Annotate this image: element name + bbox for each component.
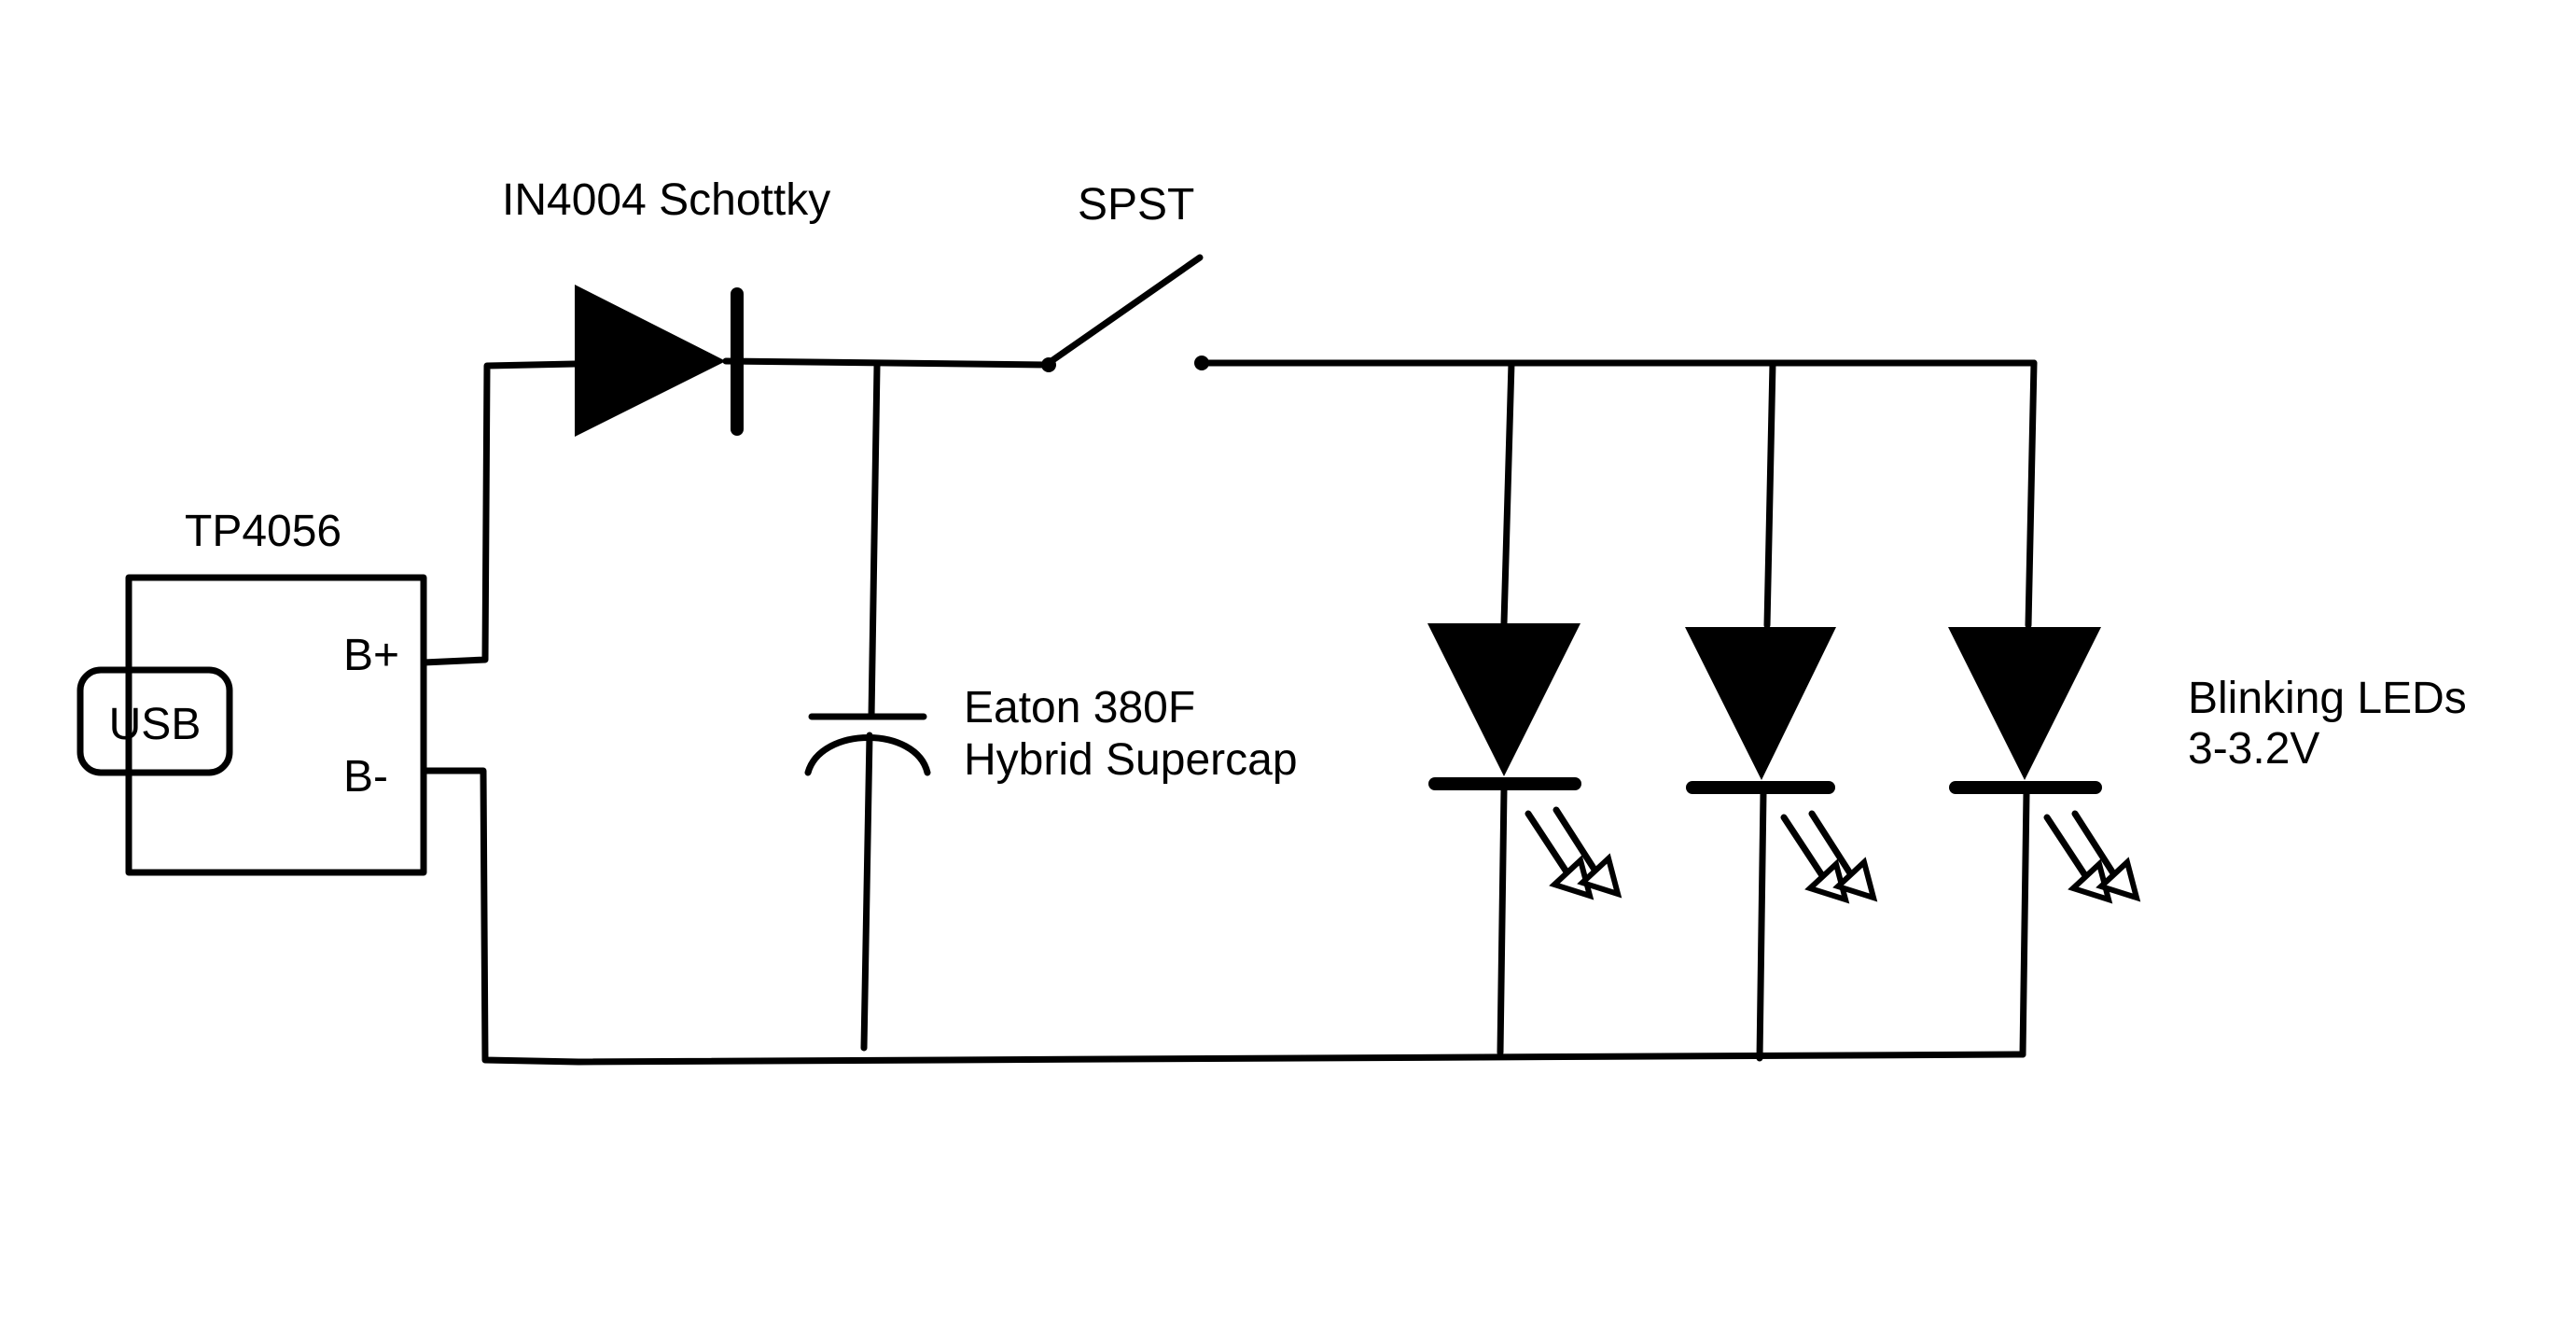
bplus-label: B+ bbox=[343, 631, 399, 680]
ground-return-wire bbox=[420, 767, 2026, 1066]
tp4056-module: TP4056 USB B+ B- bbox=[77, 507, 427, 876]
led-3-light-arrows bbox=[2043, 810, 2141, 904]
switch-label: SPST bbox=[1078, 180, 1194, 230]
usb-label: USB bbox=[109, 700, 202, 749]
led-2 bbox=[1685, 359, 1878, 1062]
leds-label-line1: Blinking LEDs bbox=[2188, 674, 2467, 723]
tp4056-label: TP4056 bbox=[185, 507, 341, 556]
leds-label-line2: 3-3.2V bbox=[2188, 724, 2319, 774]
bminus-label: B- bbox=[343, 752, 388, 802]
cap-top-lead bbox=[868, 362, 881, 720]
led-2-triangle bbox=[1685, 627, 1836, 780]
diode-label: IN4004 Schottky bbox=[502, 175, 830, 225]
led-3 bbox=[1948, 359, 2141, 1058]
supercapacitor: Eaton 380F Hybrid Supercap bbox=[804, 362, 1298, 1052]
cap-bottom-lead bbox=[860, 732, 873, 1052]
led-2-bottom-lead bbox=[1756, 789, 1767, 1062]
led-1-top-lead bbox=[1500, 359, 1515, 627]
tp4056-body bbox=[125, 574, 427, 876]
led-3-bottom-lead bbox=[2019, 789, 2030, 1058]
led-3-top-lead bbox=[2025, 359, 2038, 629]
cap-label-line1: Eaton 380F bbox=[964, 683, 1195, 732]
switch-lever bbox=[1045, 254, 1204, 367]
cap-label-line2: Hybrid Supercap bbox=[964, 735, 1298, 785]
led-3-triangle bbox=[1948, 627, 2101, 780]
usb-port bbox=[77, 666, 233, 776]
led-1 bbox=[1427, 359, 1622, 1056]
led-2-top-lead bbox=[1763, 359, 1776, 629]
led-1-light-arrows bbox=[1525, 806, 1622, 900]
bplus-wire bbox=[420, 360, 578, 666]
diode: IN4004 Schottky bbox=[502, 175, 830, 437]
led-2-light-arrows bbox=[1780, 810, 1878, 904]
led-1-triangle bbox=[1427, 623, 1580, 776]
spst-switch: SPST bbox=[1041, 180, 1209, 372]
led-1-bottom-lead bbox=[1497, 786, 1508, 1056]
diode-triangle bbox=[575, 285, 726, 437]
diode-to-switch-wire bbox=[722, 357, 1051, 369]
